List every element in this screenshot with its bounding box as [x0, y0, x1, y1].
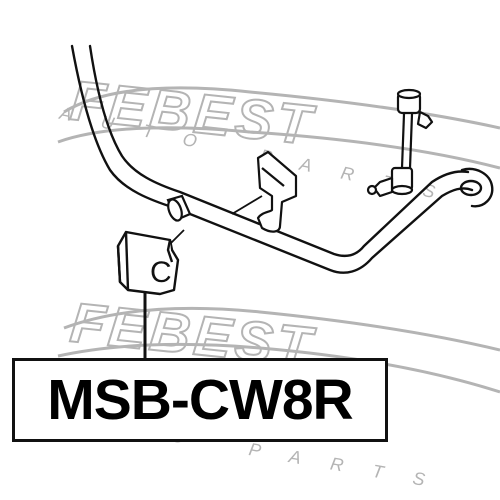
- watermark-lower: [57, 306, 500, 394]
- bracket-leader-line: [231, 195, 263, 215]
- mounting-bracket: [256, 150, 298, 233]
- bar-collar: [166, 194, 192, 222]
- stabilizer-bushing: [116, 230, 180, 296]
- watermark-upper: [57, 86, 500, 170]
- part-number-text: MSB-CW8R: [47, 367, 353, 432]
- stabilizer-link: [366, 88, 434, 198]
- part-number-label: MSB-CW8R: [12, 358, 388, 442]
- bushing-letter: C: [150, 256, 172, 289]
